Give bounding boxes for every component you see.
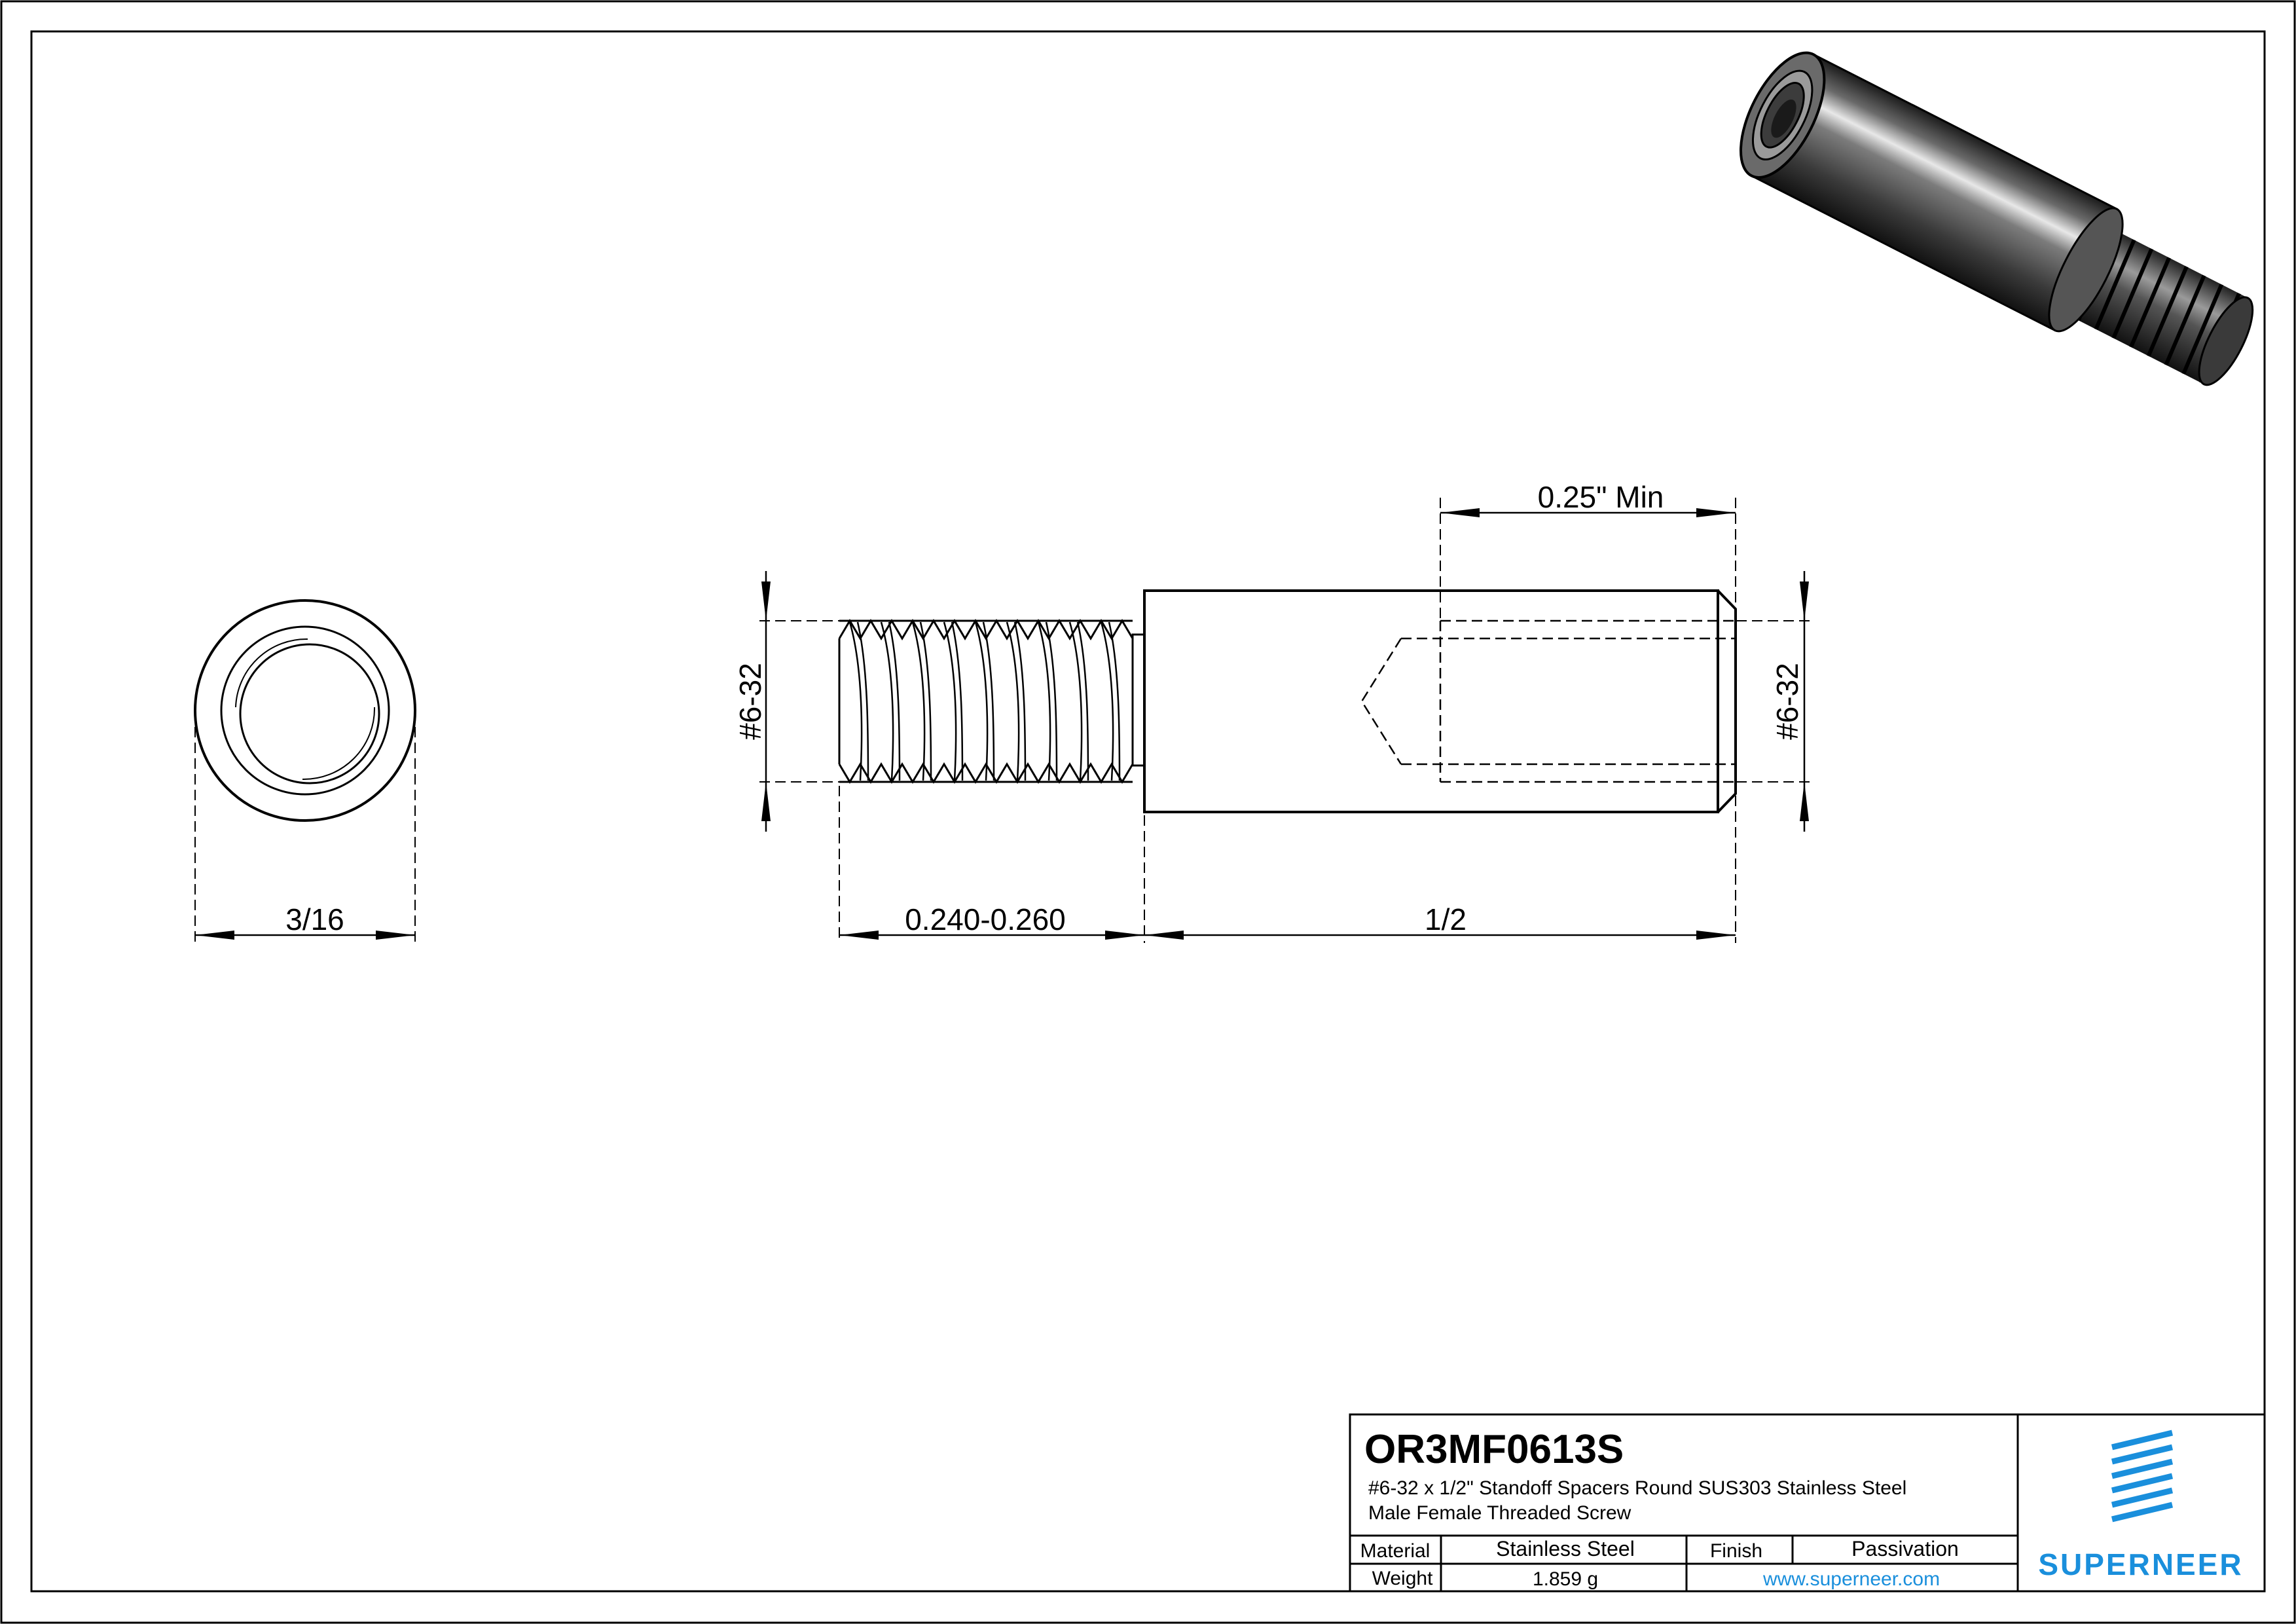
weight-value: 1.859 g [1533,1568,1598,1590]
standoff-body [1143,589,1719,813]
material-label: Material [1360,1540,1430,1562]
isometric-render [1739,51,2254,386]
dimension-outer-diameter: 3/16 [285,902,344,936]
website-link[interactable]: www.superneer.com [1762,1568,1940,1590]
finish-label: Finish [1710,1540,1762,1562]
description-line-1: #6-32 x 1/2" Standoff Spacers Round SUS3… [1368,1477,1906,1499]
hidden-female-thread [1360,619,1736,783]
finish-value: Passivation [1851,1537,1959,1560]
superneer-logo-icon [2111,1430,2174,1522]
description-line-2: Male Female Threaded Screw [1368,1502,1631,1524]
dimension-female-thread-size: #6-32 [1770,663,1804,740]
dimension-body-length: 1/2 [1425,902,1467,936]
weight-label: Weight [1372,1568,1433,1589]
side-view: 0.25" Min #6-32 #6-32 0.240-0.260 1/2 [733,480,1813,943]
part-number: OR3MF0613S [1364,1427,1624,1472]
dimension-male-thread-length: 0.240-0.260 [905,902,1066,936]
male-thread [838,619,1134,784]
end-view: 3/16 [194,599,416,943]
inner-border [30,30,2266,1593]
dimension-male-thread-size: #6-32 [733,663,767,740]
thread-relief-neck [1131,633,1146,767]
title-block: OR3MF0613S #6-32 x 1/2" Standoff Spacers… [1349,1413,2266,1593]
brand-name: SUPERNEER [2038,1547,2243,1581]
material-value: Stainless Steel [1496,1537,1635,1560]
dimension-female-thread-depth: 0.25" Min [1538,480,1664,514]
